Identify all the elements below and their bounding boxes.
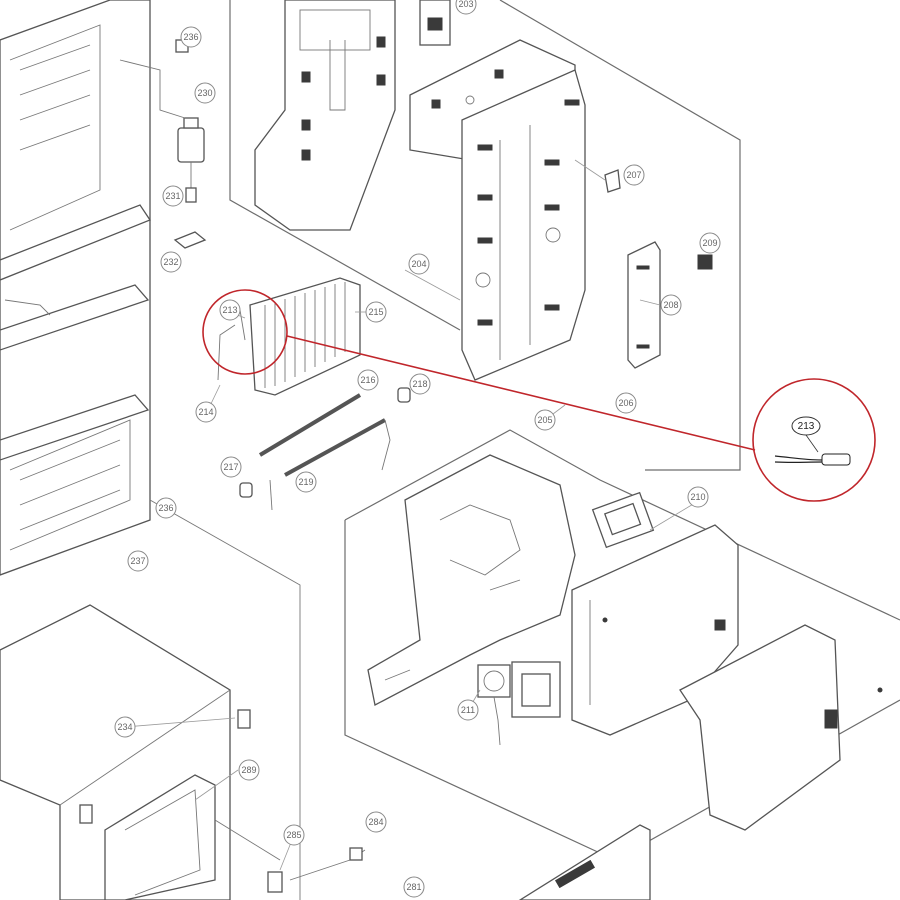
callout-218: 218: [409, 373, 431, 395]
freezer-cabinet: [0, 604, 251, 900]
callout-204: 204: [408, 253, 430, 275]
dispenser-door-frame: [367, 454, 655, 706]
svg-text:281: 281: [406, 882, 421, 892]
ice-maker-housing: [254, 0, 451, 231]
thermistor-highlight: 213: [202, 289, 876, 502]
svg-text:209: 209: [702, 238, 717, 248]
svg-text:232: 232: [163, 257, 178, 267]
defrost-heater-rods: [258, 393, 391, 511]
svg-text:289: 289: [241, 765, 256, 775]
svg-text:203: 203: [458, 0, 473, 9]
callout-284: 284: [365, 811, 387, 833]
callout-217: 217: [220, 456, 242, 478]
svg-text:213: 213: [222, 305, 237, 315]
svg-text:216: 216: [360, 375, 375, 385]
evaporator: [217, 277, 411, 498]
callout-216: 216: [357, 369, 379, 391]
dispenser-duct-panel: [461, 69, 586, 381]
evaporator-fins: [264, 282, 346, 388]
callout-206: 206: [615, 392, 637, 414]
callout-230: 230: [194, 82, 216, 104]
callout-285: 285: [283, 824, 305, 846]
upper-frame: [229, 0, 741, 471]
svg-text:234: 234: [117, 722, 132, 732]
svg-text:211: 211: [461, 705, 475, 715]
callout-232: 232: [160, 251, 182, 273]
wiring-harness-284: [214, 819, 366, 893]
callout-208: 208: [660, 294, 682, 316]
callout-236b: 236: [155, 497, 177, 519]
callout-214: 214: [195, 401, 217, 423]
callout-281: 281: [403, 876, 425, 898]
svg-text:285: 285: [286, 830, 301, 840]
svg-text:219: 219: [298, 477, 313, 487]
callout-209: 209: [699, 232, 721, 254]
callout-236a: 236: [180, 26, 202, 48]
callout-215: 215: [365, 301, 387, 323]
svg-text:236: 236: [158, 503, 173, 513]
svg-text:208: 208: [663, 300, 678, 310]
callout-211: 211: [457, 699, 479, 721]
svg-text:210: 210: [690, 492, 705, 502]
svg-text:205: 205: [537, 415, 552, 425]
svg-text:204: 204: [411, 259, 426, 269]
dispenser-motor-211: [477, 661, 561, 746]
thermistor-213-zoom: 213: [774, 416, 851, 466]
svg-text:237: 237: [130, 556, 145, 566]
callout-289: 289: [238, 759, 260, 781]
callout-234: 234: [114, 716, 136, 738]
callout-210: 210: [687, 486, 709, 508]
dispenser-front-panel: [679, 624, 883, 831]
svg-text:215: 215: [368, 307, 383, 317]
cabinet-shelves: [0, 0, 151, 576]
fan-and-duct-208-209: [574, 159, 713, 369]
svg-text:218: 218: [412, 379, 427, 389]
svg-text:217: 217: [223, 462, 238, 472]
svg-text:284: 284: [368, 817, 383, 827]
svg-text:207: 207: [626, 170, 641, 180]
svg-text:231: 231: [165, 191, 180, 201]
svg-text:230: 230: [197, 88, 212, 98]
zoom-part-number: 213: [798, 421, 815, 432]
svg-text:206: 206: [618, 398, 633, 408]
callout-231: 231: [162, 185, 184, 207]
callout-219: 219: [295, 471, 317, 493]
svg-text:214: 214: [198, 407, 213, 417]
bottom-right-panel: [518, 824, 651, 900]
callout-207: 207: [623, 164, 645, 186]
callout-213: 213: [219, 299, 241, 321]
callout-237: 237: [127, 550, 149, 572]
callout-205: 205: [534, 409, 556, 431]
svg-text:236: 236: [183, 32, 198, 42]
callout-203: 203: [455, 0, 477, 15]
